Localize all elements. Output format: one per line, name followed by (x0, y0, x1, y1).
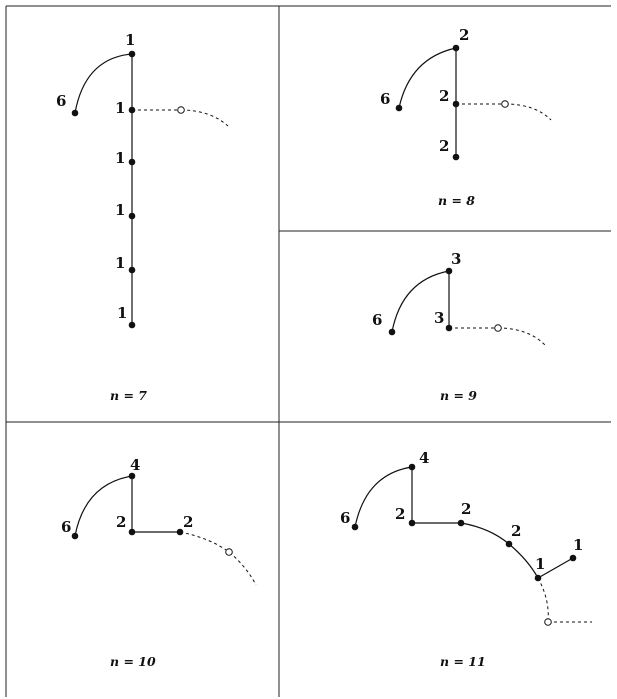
vertex-label: 3 (434, 309, 444, 327)
open-vertex (544, 618, 552, 626)
vertex (388, 328, 396, 336)
panel-n9: 3 6 3 n = 9 (372, 250, 546, 403)
vertex (71, 109, 79, 117)
vertex (445, 267, 453, 275)
dashed-curve (179, 531, 257, 586)
vertex-label: 2 (439, 87, 449, 105)
branch-edge (537, 557, 574, 579)
vertex (505, 540, 513, 548)
arc-edge (354, 466, 413, 528)
vertex-label: 4 (419, 449, 429, 467)
vertex-label: 1 (115, 149, 125, 167)
vertex (452, 100, 460, 108)
vertex-label: 6 (340, 509, 350, 527)
vertex-label: 1 (115, 99, 125, 117)
open-vertex (501, 100, 509, 108)
vertex-label: 2 (511, 522, 521, 540)
vertex-label: 6 (61, 518, 71, 536)
panel-n8: 2 6 2 2 n = 8 (380, 26, 552, 208)
arc-edge (398, 47, 457, 109)
panel-caption: n = 7 (110, 388, 147, 403)
vertex (128, 50, 136, 58)
open-vertex (225, 548, 233, 556)
vertex (128, 212, 136, 220)
arc-edge (74, 475, 133, 537)
panel-caption: n = 11 (440, 654, 486, 669)
vertex (452, 44, 460, 52)
panel-caption: n = 10 (110, 654, 156, 669)
dashed-curve (497, 327, 546, 346)
vertex-label: 4 (130, 456, 140, 474)
arc-edge (74, 53, 133, 114)
vertex-label: 1 (125, 31, 135, 49)
vertex-label: 3 (451, 250, 461, 268)
panel-grid (5, 5, 611, 697)
panel-caption: n = 8 (438, 193, 475, 208)
panel-n10: 4 6 2 2 n = 10 (61, 456, 257, 669)
vertex-label: 2 (459, 26, 469, 44)
vertex-label: 1 (115, 254, 125, 272)
vertex (395, 104, 403, 112)
vertex (351, 523, 359, 531)
vertex-label: 1 (535, 555, 545, 573)
vertex (408, 519, 416, 527)
panel-n7: 1 6 1 1 1 1 1 n = 7 (56, 31, 229, 403)
arc-edge (391, 270, 450, 333)
vertex-label: 2 (461, 500, 471, 518)
vertex-label: 2 (395, 505, 405, 523)
dashed-curve (504, 103, 552, 121)
open-vertex (494, 324, 502, 332)
vertex-label: 1 (573, 536, 583, 554)
vertex-label: 6 (380, 90, 390, 108)
vertex (176, 528, 184, 536)
open-vertex (177, 106, 185, 114)
dashed-curve (180, 109, 229, 127)
panel-caption: n = 9 (440, 388, 477, 403)
vertex (128, 528, 136, 536)
vertex (457, 519, 465, 527)
panel-n11: 4 6 2 2 2 1 1 n = 11 (340, 449, 592, 669)
vertex-label: 1 (115, 201, 125, 219)
vertex (128, 158, 136, 166)
vertex-label: 6 (56, 92, 66, 110)
vertex (408, 463, 416, 471)
vertex (128, 266, 136, 274)
vertex-label: 2 (116, 513, 126, 531)
vertex (128, 106, 136, 114)
vertex (452, 153, 460, 161)
vertex-label: 6 (372, 311, 382, 329)
vertex (71, 532, 79, 540)
vertex-label: 2 (439, 137, 449, 155)
vertex (569, 554, 577, 562)
dashed-curve (537, 577, 549, 623)
vertex-label: 2 (183, 513, 193, 531)
vertex (128, 321, 136, 329)
curved-edge (460, 522, 539, 579)
vertex-label: 1 (117, 304, 127, 322)
vertex (445, 324, 453, 332)
vertex (534, 574, 542, 582)
vertex (128, 472, 136, 480)
